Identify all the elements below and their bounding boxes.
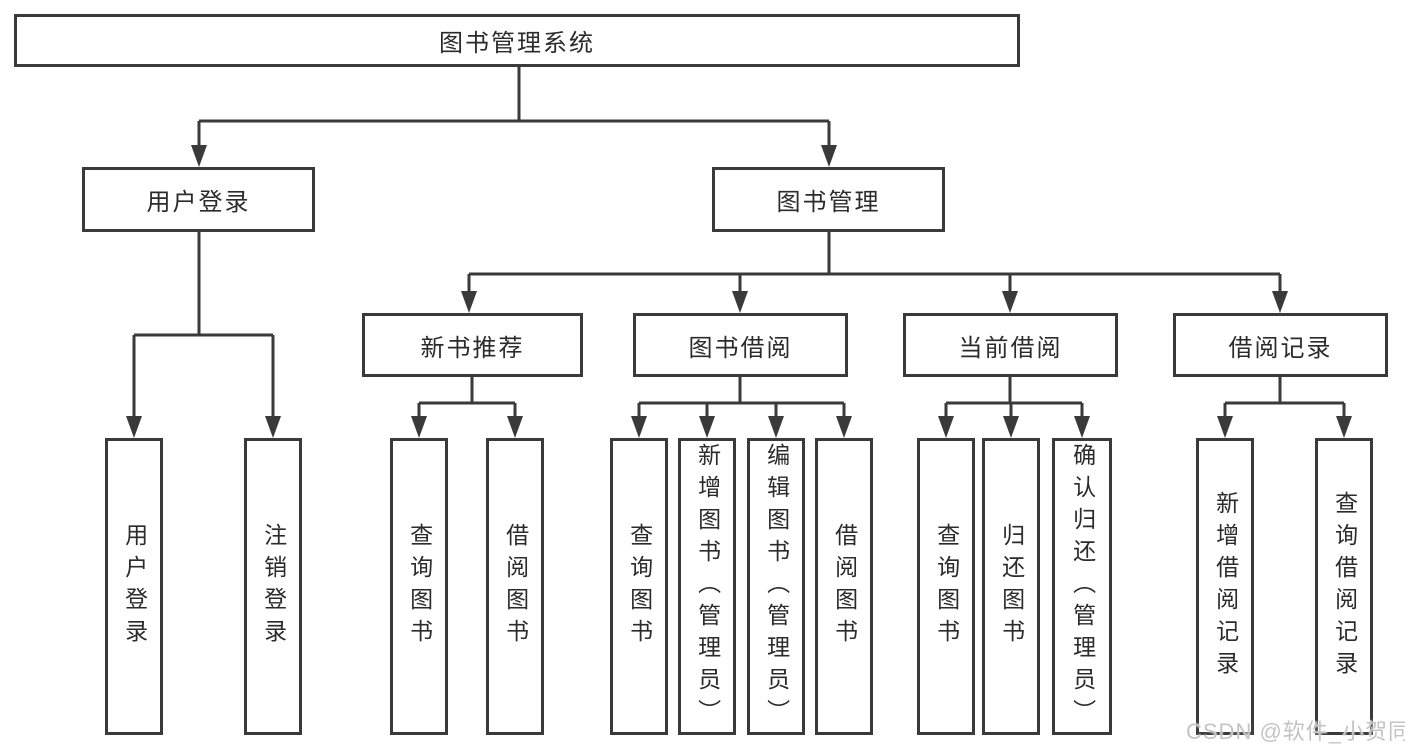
- arrowhead-down-icon: [265, 416, 281, 438]
- arrowhead-down-icon: [836, 416, 852, 438]
- arrowhead-down-icon: [631, 416, 647, 438]
- leaf-borrow-edit-books-admin: 编辑图书（管理员）: [747, 438, 805, 735]
- arrowhead-down-icon: [768, 416, 784, 438]
- node-book-borrow-label: 图书借阅: [688, 334, 793, 362]
- leaf-borrow-borrow-books-label: 借阅图书: [831, 522, 858, 651]
- node-user-login-label: 用户登录: [146, 189, 251, 216]
- leaf-records-add-record: 新增借阅记录: [1196, 438, 1254, 735]
- node-new-book-recommend: 新书推荐: [362, 313, 583, 377]
- arrowhead-down-icon: [938, 416, 954, 438]
- connector-records-to-leaves: [1217, 377, 1352, 438]
- arrowhead-down-icon: [126, 416, 142, 438]
- arrowhead-down-icon: [507, 416, 523, 438]
- leaf-logout-label: 注销登录: [260, 522, 287, 651]
- leaf-current-query-books-label: 查询图书: [933, 522, 960, 651]
- leaf-borrow-borrow-books: 借阅图书: [815, 438, 873, 735]
- arrowhead-down-icon: [1336, 416, 1352, 438]
- arrowhead-down-icon: [461, 291, 477, 313]
- leaf-current-confirm-return-admin: 确认归还（管理员）: [1052, 438, 1112, 735]
- node-book-borrow: 图书借阅: [633, 313, 848, 377]
- leaf-borrow-query-books-label: 查询图书: [626, 522, 653, 651]
- node-borrow-records-label: 借阅记录: [1228, 334, 1333, 362]
- leaf-recommend-query-books-label: 查询图书: [406, 522, 433, 651]
- leaf-recommend-query-books: 查询图书: [390, 438, 448, 735]
- csdn-watermark: CSDN @软件_小贺同学: [1186, 719, 1405, 744]
- arrowhead-down-icon: [1272, 291, 1288, 313]
- connector-login-to-leaves: [126, 232, 281, 438]
- leaf-user-login: 用户登录: [105, 438, 163, 735]
- node-book-management-label: 图书管理: [776, 189, 881, 216]
- node-user-login: 用户登录: [82, 167, 315, 232]
- arrowhead-down-icon: [191, 145, 207, 167]
- node-current-borrow: 当前借阅: [903, 313, 1118, 377]
- arrowhead-down-icon: [1003, 416, 1019, 438]
- arrowhead-down-icon: [1002, 291, 1018, 313]
- arrowhead-down-icon: [821, 145, 837, 167]
- leaf-borrow-query-books: 查询图书: [610, 438, 668, 735]
- leaf-borrow-add-books-admin: 新增图书（管理员）: [678, 438, 736, 735]
- leaf-current-query-books: 查询图书: [917, 438, 975, 735]
- arrowhead-down-icon: [1217, 416, 1233, 438]
- arrowhead-down-icon: [699, 416, 715, 438]
- leaf-borrow-add-books-admin-label: 新增图书（管理员）: [694, 442, 721, 731]
- leaf-user-login-label: 用户登录: [121, 522, 148, 651]
- leaf-current-confirm-return-admin-label: 确认归还（管理员）: [1069, 442, 1096, 731]
- connector-mgmt-to-level3: [461, 232, 1288, 313]
- leaf-records-add-record-label: 新增借阅记录: [1212, 490, 1239, 683]
- arrowhead-down-icon: [1074, 416, 1090, 438]
- leaf-current-return-books-label: 归还图书: [998, 522, 1025, 651]
- leaf-current-return-books: 归还图书: [982, 438, 1040, 735]
- leaf-records-query-record-label: 查询借阅记录: [1331, 490, 1358, 683]
- connector-root-to-level2: [191, 66, 837, 167]
- node-root-label: 图书管理系统: [439, 30, 595, 57]
- node-borrow-records: 借阅记录: [1173, 313, 1388, 377]
- connector-recommend-to-leaves: [411, 377, 523, 438]
- arrowhead-down-icon: [732, 291, 748, 313]
- node-root-system: 图书管理系统: [14, 14, 1020, 67]
- leaf-borrow-edit-books-admin-label: 编辑图书（管理员）: [763, 442, 790, 731]
- leaf-logout: 注销登录: [244, 438, 302, 735]
- node-current-borrow-label: 当前借阅: [958, 334, 1063, 362]
- leaf-records-query-record: 查询借阅记录: [1315, 438, 1373, 735]
- node-book-management: 图书管理: [712, 167, 945, 232]
- leaf-recommend-borrow-books: 借阅图书: [486, 438, 544, 735]
- arrowhead-down-icon: [411, 416, 427, 438]
- node-new-book-recommend-label: 新书推荐: [420, 334, 525, 362]
- leaf-recommend-borrow-books-label: 借阅图书: [502, 522, 529, 651]
- connector-borrow-to-leaves: [631, 377, 852, 438]
- connector-current-to-leaves: [938, 377, 1090, 438]
